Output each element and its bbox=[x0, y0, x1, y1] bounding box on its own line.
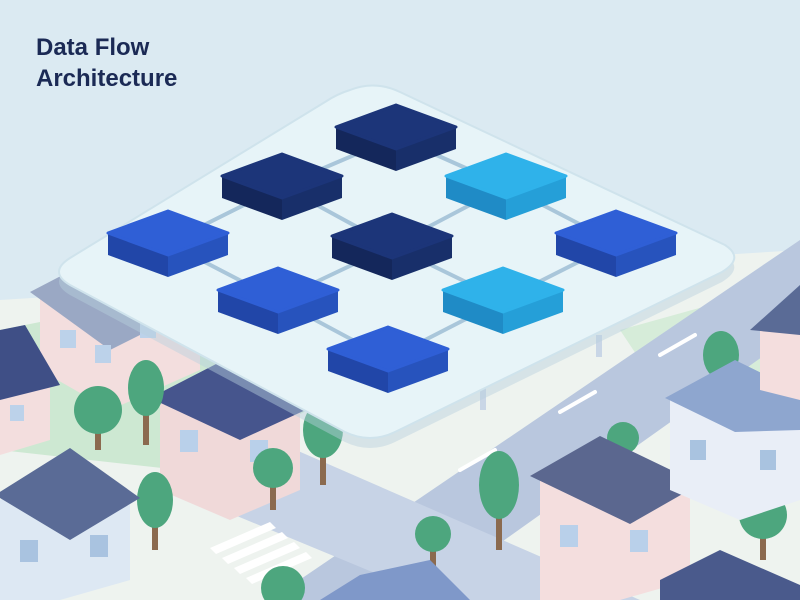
house-bottom-mid bbox=[320, 560, 470, 600]
node-block-n3 bbox=[444, 152, 568, 220]
house-front-left bbox=[0, 448, 140, 600]
house-bottom-right bbox=[660, 550, 800, 600]
tree bbox=[479, 451, 519, 550]
node-block-n5 bbox=[330, 212, 454, 280]
tree bbox=[137, 472, 173, 550]
diagram-nodes bbox=[106, 103, 678, 393]
node-block-n7 bbox=[216, 266, 340, 334]
node-block-n2 bbox=[220, 152, 344, 220]
tree bbox=[261, 566, 305, 600]
house-front-right bbox=[530, 436, 700, 600]
node-block-n4 bbox=[106, 209, 230, 277]
node-block-n8 bbox=[441, 266, 565, 334]
node-block-n6 bbox=[554, 209, 678, 277]
tree bbox=[415, 516, 451, 575]
tree bbox=[74, 386, 122, 450]
tree bbox=[253, 448, 293, 510]
page-title: Data Flow Architecture bbox=[36, 32, 177, 94]
platform-pillars bbox=[480, 335, 602, 410]
tree bbox=[128, 360, 164, 445]
node-block-n1 bbox=[334, 103, 458, 171]
title-line-2: Architecture bbox=[36, 65, 178, 92]
title-line-1: Data Flow bbox=[36, 34, 150, 61]
house-far-right bbox=[750, 285, 800, 400]
house-far-left bbox=[0, 325, 60, 455]
node-block-n9 bbox=[326, 325, 450, 393]
